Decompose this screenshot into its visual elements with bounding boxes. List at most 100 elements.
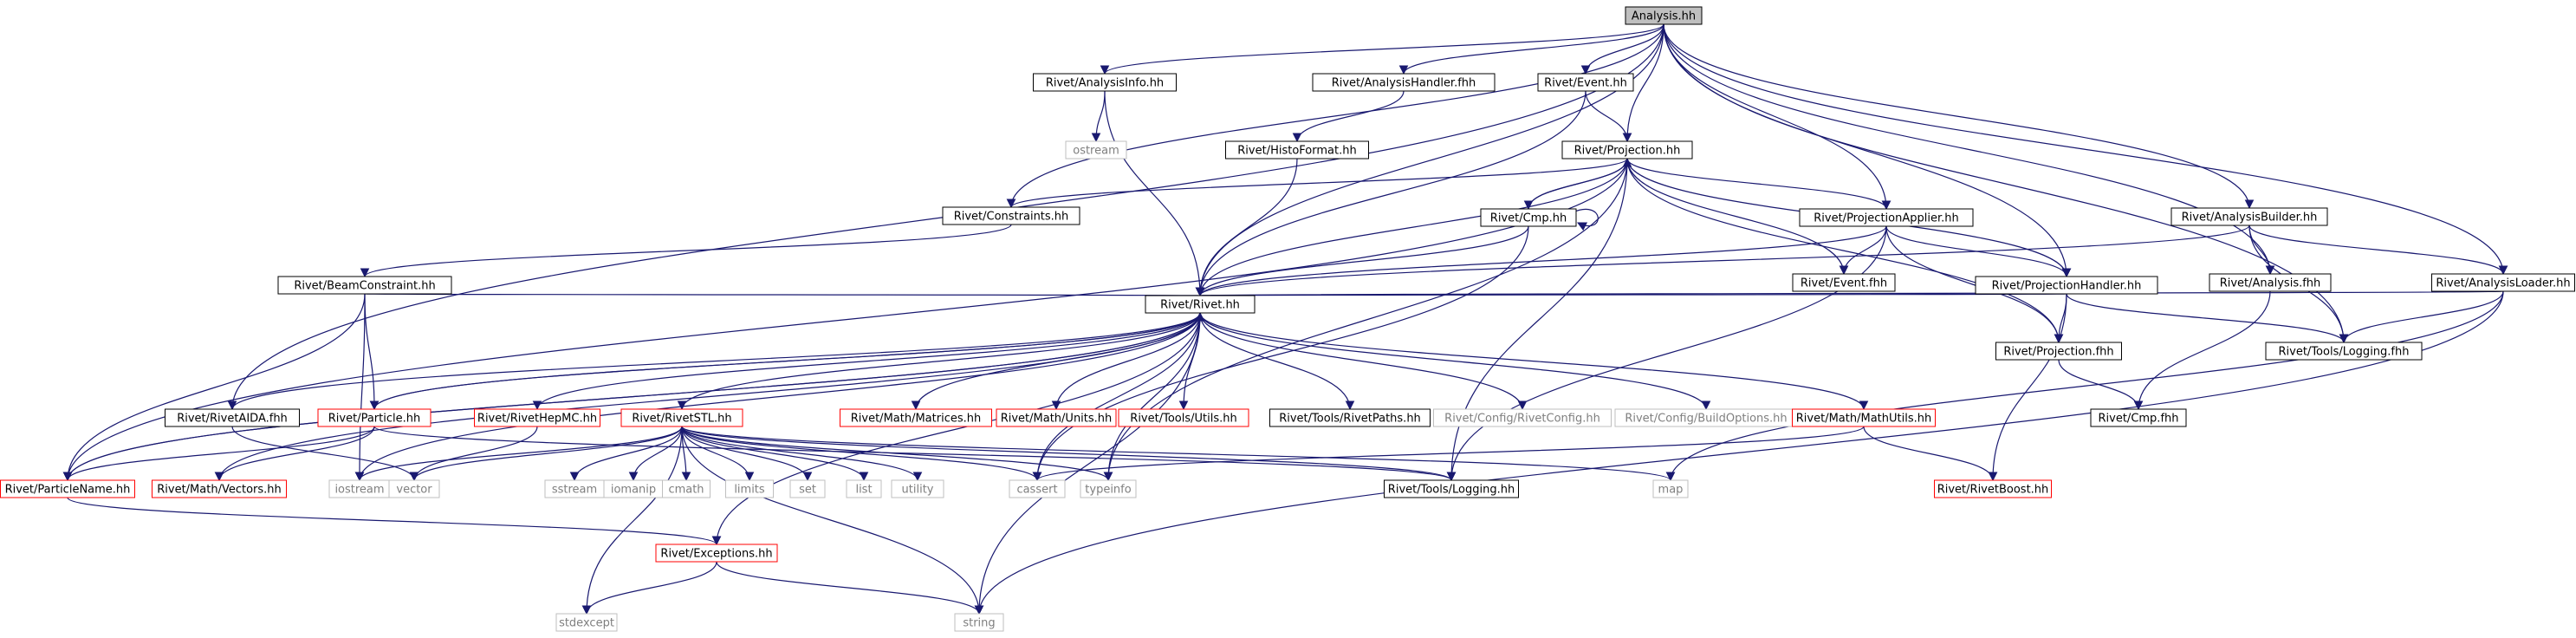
- edge-rivet-hh-to-rivethepmc-hh: [532, 312, 1201, 411]
- edge-rivetstl-hh-to-sstream: [569, 426, 683, 482]
- edge-rivet-hh-to-vectors-hh: [214, 312, 1201, 482]
- node-sstream: sstream: [544, 479, 605, 498]
- node-rivetpaths-hh[interactable]: Rivet/Tools/RivetPaths.hh: [1269, 408, 1431, 427]
- node-label: Rivet/Event.fhh: [1801, 277, 1887, 290]
- node-box: [1312, 73, 1496, 92]
- node-label: Rivet/RivetHepMC.hh: [477, 413, 597, 426]
- node-event-fhh[interactable]: Rivet/Event.fhh: [1792, 273, 1896, 292]
- node-particle-hh[interactable]: Rivet/Particle.hh: [317, 408, 431, 427]
- node-box: [1009, 479, 1066, 498]
- node-units-hh[interactable]: Rivet/Math/Units.hh: [996, 408, 1117, 427]
- node-matrices-hh[interactable]: Rivet/Math/Matrices.hh: [840, 408, 992, 427]
- node-set: set: [789, 479, 826, 498]
- node-label: Rivet/Tools/Logging.fhh: [2279, 346, 2410, 359]
- edge-exceptions-hh-to-stdexcept: [581, 561, 717, 615]
- node-label: cmath: [668, 484, 704, 497]
- node-box: [996, 408, 1117, 427]
- node-box: [2090, 408, 2187, 427]
- node-label: Rivet/Cmp.fhh: [2099, 413, 2179, 426]
- edge-beamconstraint-hh-to-particle-hh: [364, 293, 380, 411]
- node-projection-hh[interactable]: Rivet/Projection.hh: [1561, 140, 1693, 160]
- node-limits: limits: [725, 479, 774, 498]
- edge-rivet-hh-to-mathutils-hh: [1199, 312, 1869, 411]
- edge-analysis-hh-to-analysis-fhh: [1663, 23, 2275, 276]
- node-histoformat-hh[interactable]: Rivet/HistoFormat.hh: [1225, 140, 1369, 160]
- edge-analysisloader-hh-to-rivet-hh: [1199, 285, 2504, 296]
- node-exceptions-hh[interactable]: Rivet/Exceptions.hh: [655, 544, 778, 563]
- node-particlename-hh[interactable]: Rivet/ParticleName.hh: [0, 479, 135, 498]
- node-label: list: [855, 484, 872, 497]
- edge-particlename-hh-to-rivet-hh: [67, 311, 1205, 481]
- node-box: [555, 613, 618, 632]
- node-rivetaida-fhh[interactable]: Rivet/RivetAIDA.fhh: [165, 408, 300, 427]
- node-cmp-hh[interactable]: Rivet/Cmp.hh: [1480, 208, 1577, 227]
- edge-analysishandler-fhh-to-histoformat-hh: [1292, 90, 1405, 143]
- node-constraints-hh[interactable]: Rivet/Constraints.hh: [942, 206, 1080, 225]
- node-label: Rivet/HistoFormat.hh: [1237, 145, 1356, 158]
- node-box: [942, 206, 1080, 225]
- node-analysishandler-fhh[interactable]: Rivet/AnalysisHandler.fhh: [1312, 73, 1496, 92]
- node-cmp-fhh[interactable]: Rivet/Cmp.fhh: [2090, 408, 2187, 427]
- node-utils-hh[interactable]: Rivet/Tools/Utils.hh: [1118, 408, 1249, 427]
- node-box: [1433, 408, 1612, 427]
- edge-particlename-hh-to-exceptions-hh: [67, 497, 722, 546]
- node-label: Rivet/Exceptions.hh: [660, 548, 772, 561]
- node-label: Rivet/Analysis.fhh: [2220, 277, 2321, 290]
- node-box: [1934, 479, 2052, 498]
- node-rivetstl-hh[interactable]: Rivet/RivetSTL.hh: [620, 408, 743, 427]
- node-label: Rivet/ParticleName.hh: [5, 484, 131, 497]
- node-projectionhandler-hh[interactable]: Rivet/ProjectionHandler.hh: [1975, 276, 2158, 295]
- node-analysis-fhh[interactable]: Rivet/Analysis.fhh: [2209, 273, 2332, 292]
- edge-rivet-hh-to-rivetaida-fhh: [227, 312, 1201, 411]
- edge-rivetstl-hh-to-stdexcept: [581, 426, 683, 615]
- edge-rivetstl-hh-to-list: [681, 426, 869, 482]
- node-label: set: [799, 484, 816, 497]
- edge-projection-hh-to-projection-fhh: [1626, 158, 2064, 344]
- edge-rivet-hh-to-exceptions-hh: [711, 312, 1201, 546]
- node-label: vector: [396, 484, 432, 497]
- edge-projection-fhh-to-cmp-fhh: [2058, 359, 2144, 411]
- node-label: iomanip: [611, 484, 656, 497]
- node-logging-fhh[interactable]: Rivet/Tools/Logging.fhh: [2265, 342, 2423, 361]
- node-rivetboost-hh[interactable]: Rivet/RivetBoost.hh: [1934, 479, 2052, 498]
- node-event-hh[interactable]: Rivet/Event.hh: [1537, 73, 1634, 92]
- node-analysis-hh[interactable]: Analysis.hh: [1625, 6, 1703, 25]
- edge-analysisbuilder-hh-to-rivet-hh: [1195, 225, 2250, 297]
- edge-particle-hh-to-vectors-hh: [214, 426, 375, 482]
- node-string: string: [954, 613, 1004, 632]
- node-vectors-hh[interactable]: Rivet/Math/Vectors.hh: [152, 479, 287, 498]
- node-projectionapplier-hh[interactable]: Rivet/ProjectionApplier.hh: [1799, 208, 1974, 227]
- edge-event-hh-to-projection-hh: [1585, 90, 1632, 143]
- node-box: [662, 479, 711, 498]
- node-box: [891, 479, 944, 498]
- node-label: Rivet/RivetSTL.hh: [632, 413, 731, 426]
- edge-analysisloader-hh-to-string: [974, 290, 2504, 615]
- node-analysisinfo-hh[interactable]: Rivet/AnalysisInfo.hh: [1033, 73, 1177, 92]
- node-box: [620, 408, 743, 427]
- edge-rivet-hh-to-buildoptions-hh: [1199, 312, 1711, 411]
- edge-rivetstl-hh-to-logging-hh: [681, 426, 1457, 482]
- edge-particle-hh-to-rivet-hh: [373, 311, 1205, 410]
- node-analysisbuilder-hh[interactable]: Rivet/AnalysisBuilder.hh: [2170, 207, 2328, 226]
- edge-analysis-hh-to-analysisbuilder-hh: [1663, 23, 2255, 210]
- node-analysisloader-hh[interactable]: Rivet/AnalysisLoader.hh: [2431, 273, 2575, 292]
- edge-projectionhandler-hh-to-logging-fhh: [2066, 293, 2349, 344]
- node-rivetconfig-hh: Rivet/Config/RivetConfig.hh: [1433, 408, 1612, 427]
- edge-projectionapplier-hh-to-rivet-hh: [1195, 225, 1887, 297]
- node-label: Rivet/AnalysisBuilder.hh: [2182, 212, 2318, 225]
- edge-mathutils-hh-to-rivetboost-hh: [1863, 426, 1998, 482]
- edge-rivet-hh-to-units-hh: [1051, 312, 1201, 411]
- edge-analysis-hh-to-analysisloader-hh: [1663, 23, 2508, 276]
- node-label: Rivet/Tools/Utils.hh: [1130, 413, 1236, 426]
- node-box: [474, 408, 600, 427]
- node-label: Rivet/Config/BuildOptions.hh: [1625, 413, 1787, 426]
- node-logging-hh[interactable]: Rivet/Tools/Logging.hh: [1384, 479, 1519, 498]
- edge-analysisinfo-hh-to-ostream: [1091, 90, 1106, 143]
- edge-projectionapplier-hh-to-projection-fhh: [1885, 225, 2064, 344]
- node-mathutils-hh[interactable]: Rivet/Math/MathUtils.hh: [1792, 408, 1936, 427]
- node-rivethepmc-hh[interactable]: Rivet/RivetHepMC.hh: [474, 408, 600, 427]
- node-rivet-hh[interactable]: Rivet/Rivet.hh: [1145, 295, 1256, 314]
- node-projection-fhh[interactable]: Rivet/Projection.fhh: [1995, 342, 2122, 361]
- edge-analysis-hh-to-rivet-hh: [1195, 23, 1664, 297]
- node-beamconstraint-hh[interactable]: Rivet/BeamConstraint.hh: [277, 276, 452, 295]
